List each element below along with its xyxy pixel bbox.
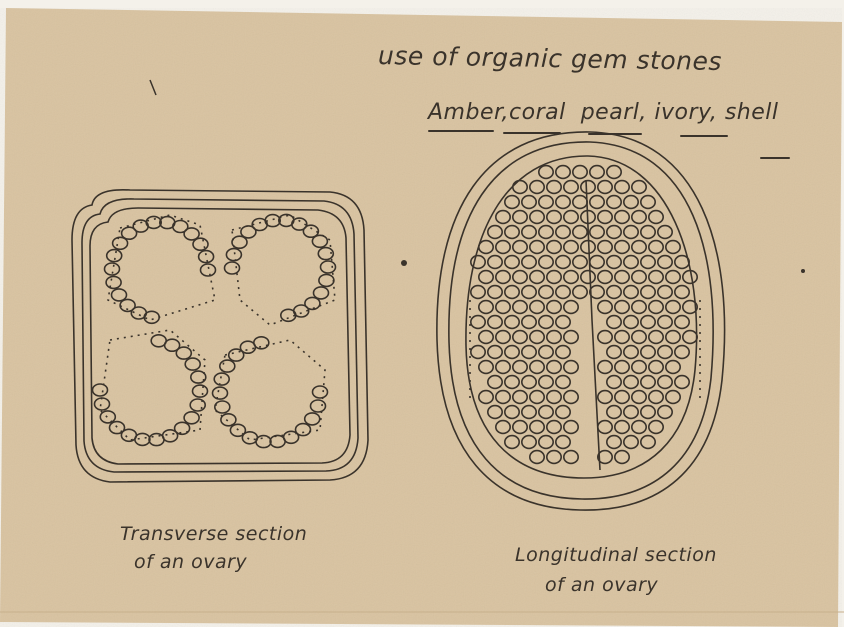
gem-pearl: pearl <box>581 100 640 125</box>
gem-separator: , <box>502 100 510 125</box>
transverse-caption-line2: of an ovary <box>120 548 350 576</box>
gem-amber: Amber <box>428 100 502 125</box>
gem-ivory: ivory <box>654 100 709 125</box>
ink-dot <box>801 269 805 273</box>
gem-separator: , <box>639 100 647 125</box>
underline-ivory <box>680 135 728 137</box>
longitudinal-caption-line1: Longitudinal section <box>515 540 755 570</box>
longitudinal-caption: Longitudinal section of an ovary <box>515 540 755 600</box>
gem-coral: coral <box>509 100 566 125</box>
gem-separator: , <box>710 100 718 125</box>
underline-shell <box>760 157 790 159</box>
transverse-caption: Transverse section of an ovary <box>120 520 350 576</box>
underline-amber <box>428 130 494 132</box>
underline-pearl <box>588 133 642 135</box>
underline-coral <box>503 132 561 134</box>
longitudinal-caption-line2: of an ovary <box>515 570 755 600</box>
ink-dot <box>401 260 407 266</box>
gem-shell: shell <box>725 100 779 125</box>
gem-list: Amber,coral pearl, ivory, shell <box>428 100 778 125</box>
transverse-caption-line1: Transverse section <box>120 520 350 548</box>
notes-title: use of organic gem stones <box>378 41 722 76</box>
